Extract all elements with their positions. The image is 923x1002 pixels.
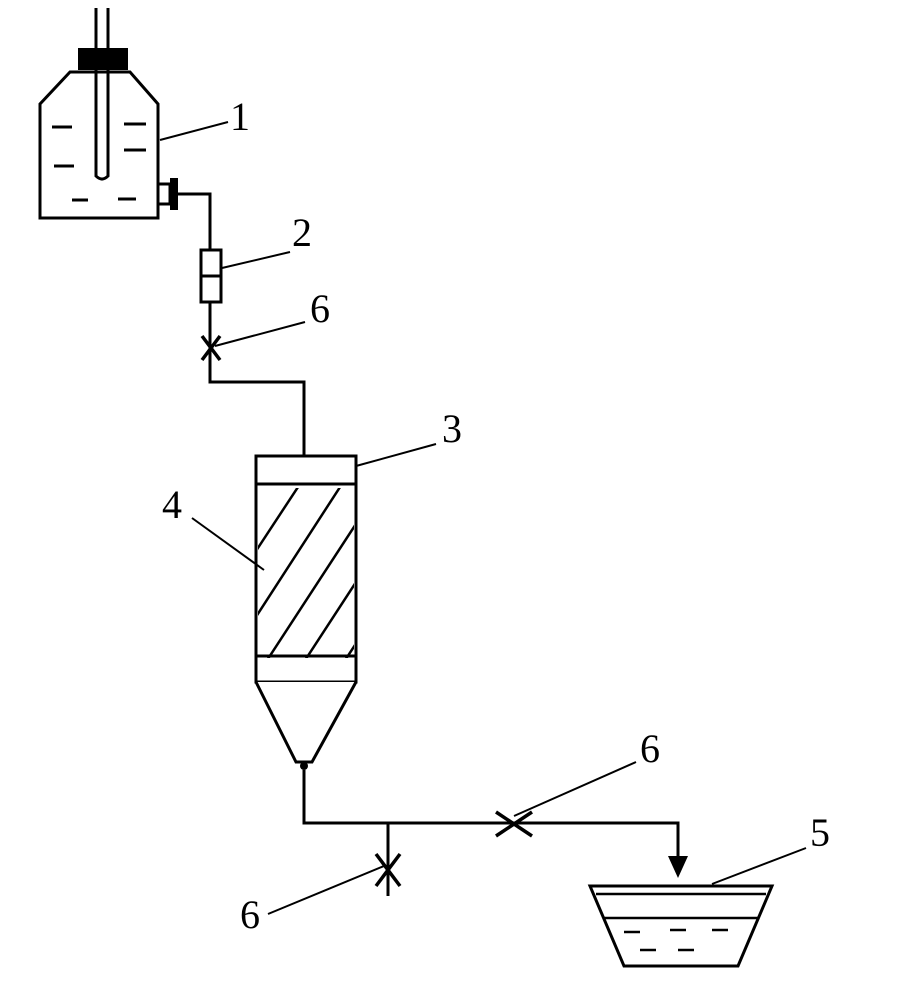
label-flowmeter: 2: [292, 210, 312, 255]
bottle-outlet: [156, 178, 178, 210]
label-valve-top: 6: [310, 286, 330, 331]
valve-top: [200, 321, 306, 362]
column: [254, 443, 437, 770]
leader-6-outlet: [513, 761, 637, 817]
flow-arrow: [668, 856, 688, 878]
reservoir-bottle: [38, 8, 229, 220]
label-packing: 4: [162, 482, 182, 527]
label-reservoir: 1: [230, 94, 250, 139]
flowmeter: [199, 248, 291, 304]
leader-4: [191, 517, 265, 571]
leader-1: [159, 121, 229, 141]
label-column: 3: [442, 406, 462, 451]
leader-6-top: [214, 321, 306, 347]
label-receiver: 5: [810, 810, 830, 855]
dip-tube: [94, 8, 110, 181]
leader-3: [355, 443, 437, 467]
valve-outlet: [495, 761, 637, 838]
leader-5: [711, 847, 807, 885]
bottle-body: [38, 70, 160, 220]
receiver-basin: [587, 847, 807, 968]
bottle-liquid: [52, 122, 146, 202]
label-valve-outlet: 6: [640, 726, 660, 771]
outlet-pipe: [302, 770, 680, 896]
feed-pipe: [178, 192, 306, 456]
valve-drain: [267, 852, 402, 915]
label-valve-drain: 6: [240, 892, 260, 937]
packing-bed: [258, 488, 354, 658]
leader-6-drain: [267, 865, 385, 915]
leader-2: [221, 251, 291, 269]
bottle-stopper: [78, 48, 128, 70]
